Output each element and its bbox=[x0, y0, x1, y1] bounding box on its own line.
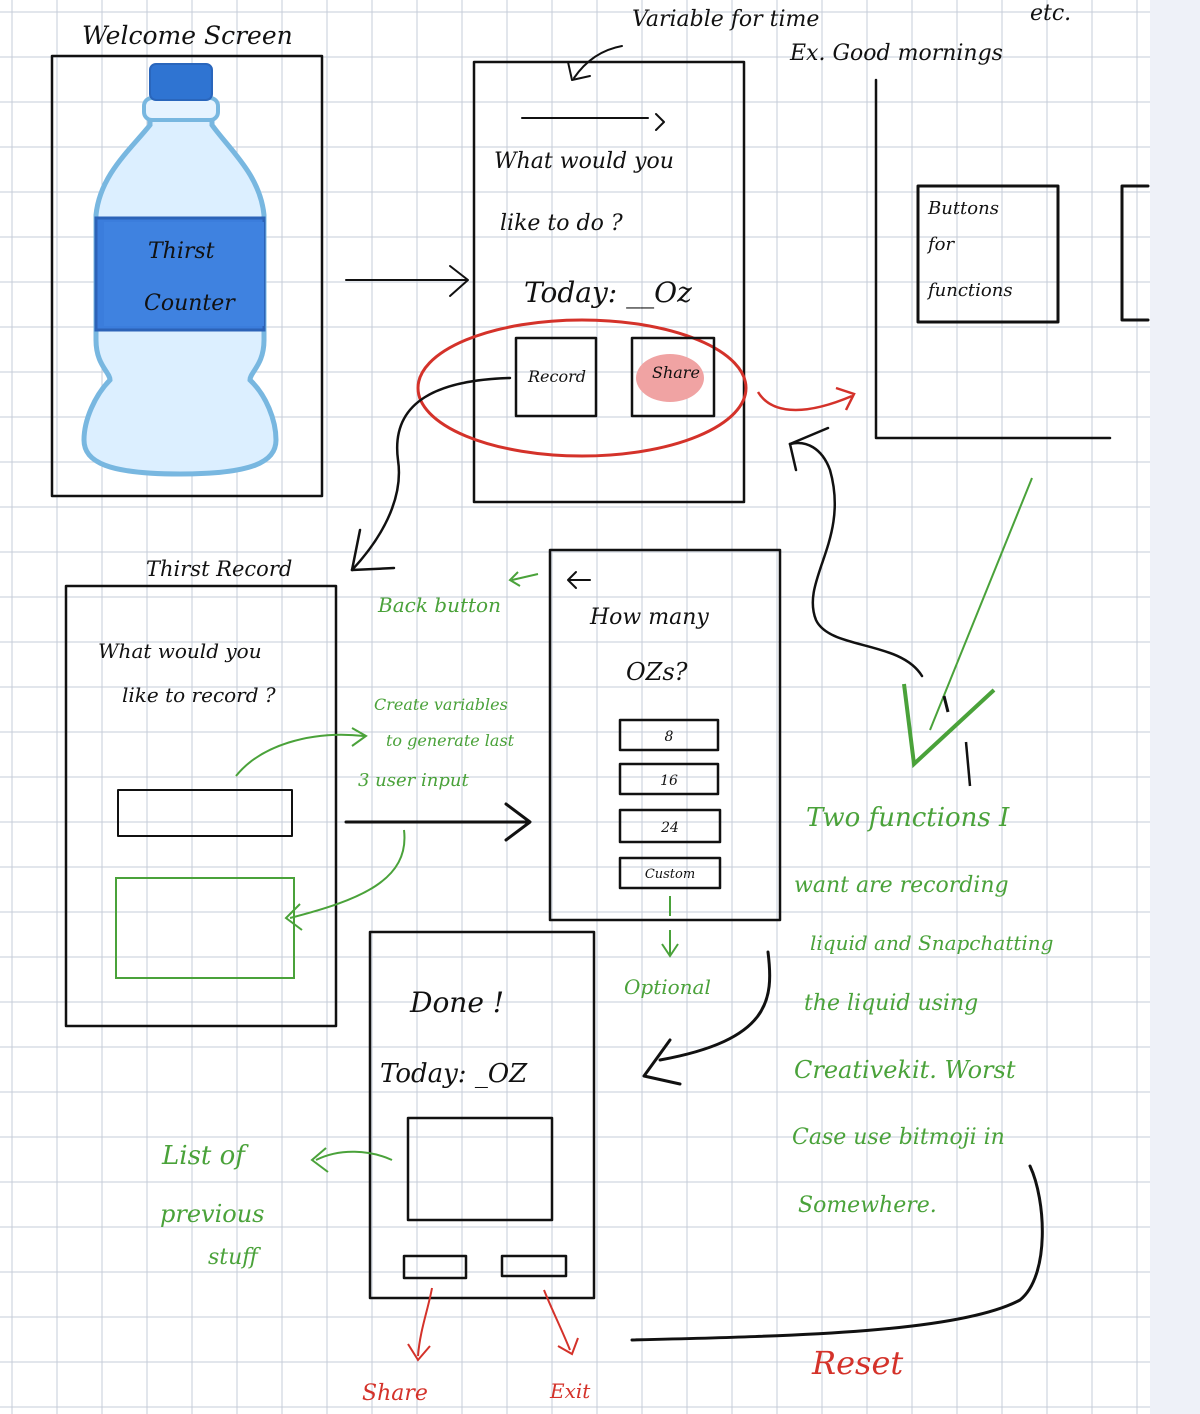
welcome-title: Welcome Screen bbox=[82, 21, 293, 50]
ounce-option-label: 16 bbox=[660, 773, 678, 789]
optional-note: Optional bbox=[624, 975, 711, 999]
previous-list-box bbox=[406, 1116, 554, 1222]
partial-box-right bbox=[1120, 184, 1150, 322]
variables-note-line1: Create variables bbox=[374, 695, 508, 714]
record-button-label: Record bbox=[527, 367, 586, 386]
check-mark-icon bbox=[902, 477, 1033, 787]
etc-note: etc. bbox=[1030, 1, 1071, 26]
functions-note-line5: Creativekit. Worst bbox=[794, 1056, 1016, 1084]
ounces-question-line1: How many bbox=[589, 605, 709, 630]
home-question-line1: What would you bbox=[494, 149, 674, 174]
arrow-to-exit-note bbox=[543, 1289, 579, 1356]
buttons-note-line2: for bbox=[926, 234, 955, 255]
ounces-question-line2: OZs? bbox=[626, 658, 688, 686]
reset-note: Reset bbox=[811, 1344, 903, 1382]
share-highlight bbox=[636, 354, 704, 402]
ounces-screen-frame bbox=[548, 548, 782, 922]
arrow-record-to-record-screen bbox=[350, 376, 512, 572]
ounce-option-16[interactable]: 16 bbox=[618, 762, 720, 796]
record-input-field[interactable] bbox=[117, 789, 293, 837]
arrow-variables-to-recent bbox=[284, 829, 406, 931]
share-note: Share bbox=[362, 1381, 428, 1406]
done-share-button[interactable] bbox=[402, 1254, 468, 1280]
functions-note-line7: Somewhere. bbox=[798, 1193, 937, 1218]
bottle-label-line2: Counter bbox=[144, 291, 236, 316]
buttons-note-line1: Buttons bbox=[927, 198, 999, 219]
record-title: Thirst Record bbox=[146, 557, 292, 581]
record-question-line2: like to record ? bbox=[122, 683, 276, 707]
share-button[interactable]: Share bbox=[630, 336, 716, 418]
arrow-ounces-to-done bbox=[642, 950, 772, 1086]
record-screen-frame bbox=[64, 584, 338, 1028]
side-rail bbox=[1150, 0, 1200, 1414]
welcome-screen-frame bbox=[50, 54, 324, 498]
ounce-option-24[interactable]: 24 bbox=[618, 808, 722, 844]
bottle-label-line1: Thirst bbox=[148, 239, 215, 264]
ounce-option-label: Custom bbox=[645, 867, 695, 882]
arrow-list-note bbox=[310, 1147, 393, 1173]
list-note-line3: stuff bbox=[208, 1245, 261, 1270]
functions-note-line3: liquid and Snapchatting bbox=[810, 931, 1053, 955]
done-today-total: Today: _OZ bbox=[380, 1059, 528, 1089]
home-screen-frame bbox=[472, 60, 746, 504]
functions-note-line4: the liquid using bbox=[804, 991, 978, 1016]
buttons-note-line3: functions bbox=[926, 280, 1013, 301]
home-question-line2: like to do ? bbox=[500, 211, 623, 236]
arrow-custom-optional bbox=[661, 896, 679, 958]
function-buttons-box bbox=[916, 184, 1060, 324]
arrow-variables-to-input bbox=[235, 727, 368, 777]
greeting-placeholder bbox=[521, 113, 665, 131]
ounce-option-label: 8 bbox=[665, 729, 674, 745]
recent-inputs-box bbox=[115, 877, 295, 979]
time-variable-note: Variable for time bbox=[632, 7, 819, 32]
greeting-example-note: Ex. Good mornings bbox=[789, 41, 1003, 66]
arrow-record-to-ounces bbox=[344, 802, 532, 842]
record-question-line1: What would you bbox=[98, 639, 262, 663]
variables-note-line3: 3 user input bbox=[358, 770, 469, 791]
arrow-to-back-button bbox=[508, 571, 539, 587]
record-button[interactable]: Record bbox=[514, 336, 598, 418]
done-exit-button[interactable] bbox=[500, 1254, 568, 1278]
variables-note-line2: to generate last bbox=[386, 731, 515, 750]
share-screen-frame bbox=[874, 78, 1112, 440]
functions-note-line1: Two functions I bbox=[806, 803, 1010, 833]
reset-arrow bbox=[630, 1164, 1044, 1342]
share-button-label: Share bbox=[652, 363, 700, 382]
arrow-to-greeting bbox=[567, 45, 623, 81]
list-note-line2: previous bbox=[160, 1200, 265, 1228]
ounce-option-8[interactable]: 8 bbox=[618, 718, 720, 752]
functions-note-line2: want are recording bbox=[794, 873, 1009, 898]
functions-note-line6: Case use bitmoji in bbox=[792, 1125, 1005, 1150]
back-arrow-icon[interactable] bbox=[567, 571, 591, 589]
arrow-to-share-note bbox=[407, 1287, 433, 1362]
buttons-highlight-circle bbox=[416, 318, 748, 458]
ounce-option-label: 24 bbox=[660, 820, 679, 836]
back-button-note: Back button bbox=[377, 593, 501, 617]
water-bottle-icon bbox=[81, 63, 279, 477]
arrow-green-check-to-share-screen bbox=[788, 426, 924, 678]
arrow-share-to-share-screen bbox=[756, 386, 856, 412]
done-title: Done ! bbox=[409, 986, 504, 1019]
exit-note: Exit bbox=[549, 1379, 591, 1403]
ounce-option-custom[interactable]: Custom bbox=[618, 856, 722, 890]
list-note-line1: List of bbox=[161, 1141, 249, 1171]
arrow-welcome-to-home bbox=[345, 265, 469, 297]
home-today-total: Today: __Oz bbox=[524, 276, 692, 309]
done-screen-frame bbox=[368, 930, 596, 1300]
